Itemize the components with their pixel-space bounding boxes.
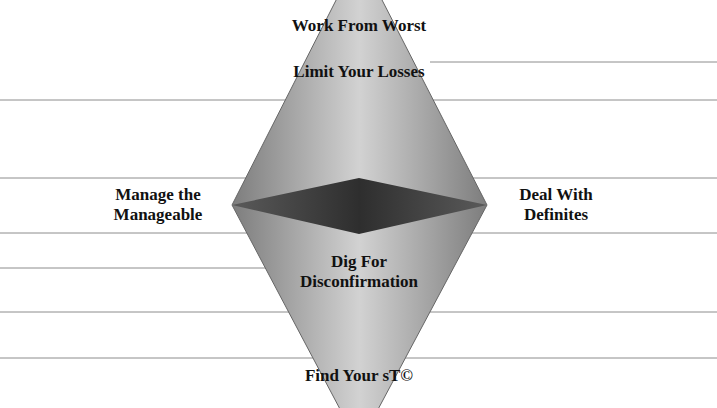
rule-heading: Limit Your Losses <box>293 62 424 82</box>
rule-line <box>430 62 717 63</box>
side-heading: Deal With Definites <box>494 185 619 226</box>
diamond-body <box>232 0 487 408</box>
rule-heading: Work From Worst <box>292 16 426 36</box>
side-heading: Manage the Manageable <box>96 185 221 226</box>
diamond-core <box>232 178 487 234</box>
rule-line <box>0 268 300 269</box>
rule-heading: Dig For Disconfirmation <box>289 252 429 293</box>
rule-heading: Find Your sT© <box>305 366 413 386</box>
